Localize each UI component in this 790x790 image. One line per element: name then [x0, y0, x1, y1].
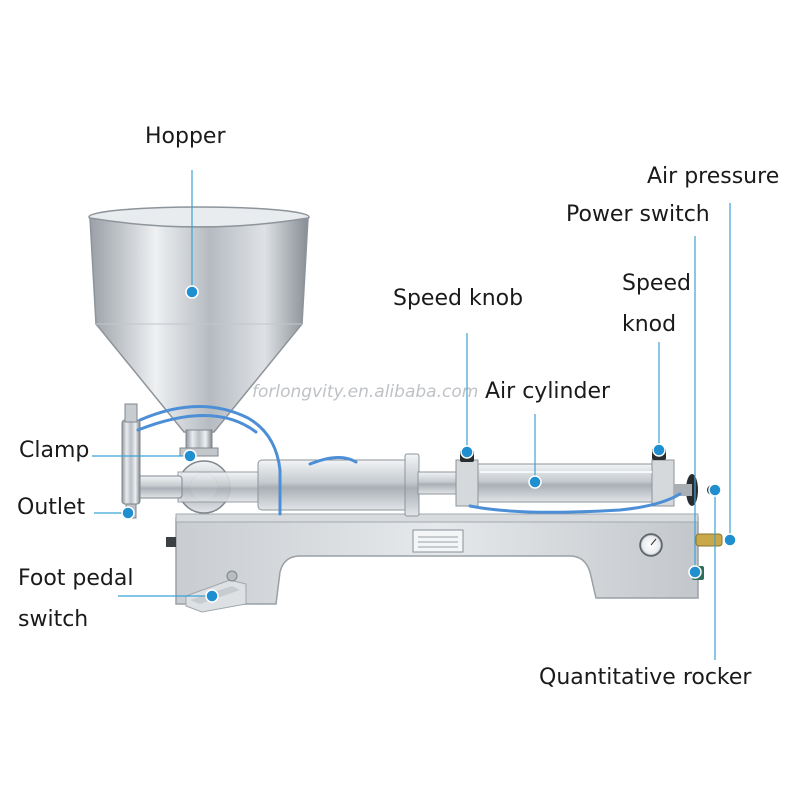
label-clamp: Clamp	[19, 438, 90, 463]
dot-speed-knob	[460, 445, 474, 459]
dot-foot-pedal	[205, 589, 219, 603]
dot-quantitative-rocker	[708, 483, 722, 497]
foot-pedal	[185, 570, 247, 613]
callout-dots	[121, 285, 737, 603]
watermark: forlongvity.en.alibaba.com	[252, 382, 479, 402]
label-quantitative-rocker: Quantitative rocker	[539, 665, 752, 690]
label-air-pressure: Air pressure	[647, 164, 780, 189]
label-foot-pedal-line2: switch	[18, 607, 89, 632]
label-speed-knob: Speed knob	[393, 286, 524, 311]
dot-power-switch	[688, 565, 702, 579]
label-hopper: Hopper	[145, 124, 226, 149]
dot-air-pressure	[723, 533, 737, 547]
base-top-edge	[175, 513, 699, 523]
air-tubes	[136, 405, 682, 516]
base-cabinet	[175, 517, 699, 605]
hopper-bowl	[89, 217, 309, 433]
label-power-switch: Power switch	[566, 202, 710, 227]
dot-speed-knod	[652, 443, 666, 457]
dot-clamp	[183, 449, 197, 463]
dot-hopper	[185, 285, 199, 299]
label-air-cylinder: Air cylinder	[485, 379, 611, 404]
pump-cylinder	[257, 459, 419, 511]
label-speed-knod-line2: knod	[622, 312, 677, 337]
dot-outlet	[121, 506, 135, 520]
label-outlet: Outlet	[17, 495, 86, 520]
nameplate	[412, 529, 464, 553]
air-cylinder-body	[457, 463, 669, 503]
label-foot-pedal-line1: Foot pedal	[18, 566, 134, 591]
label-speed-knod-line1: Speed	[622, 271, 691, 296]
leader-lines	[92, 170, 731, 660]
outlet-nozzle	[133, 475, 183, 499]
dot-air-cylinder	[528, 475, 542, 489]
machine-illustration	[88, 206, 723, 613]
